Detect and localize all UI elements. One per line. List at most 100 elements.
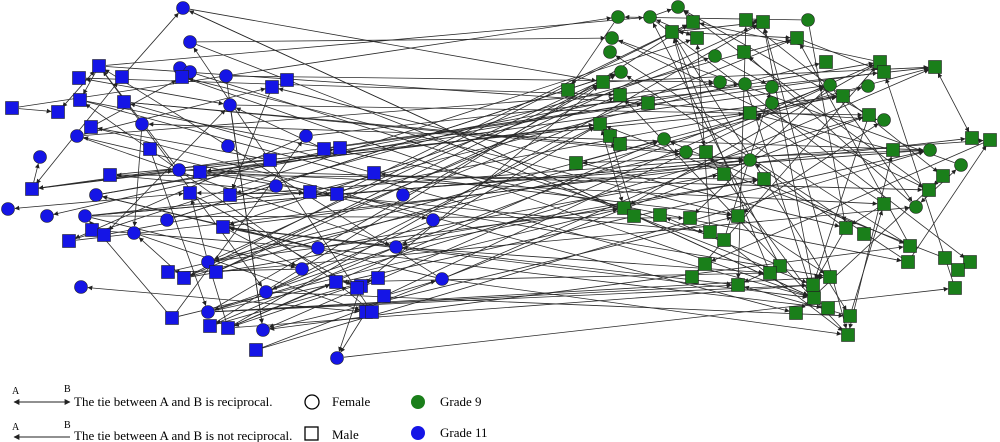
- grade9-male-node: [862, 108, 876, 122]
- legend-male-square-icon: [304, 426, 319, 441]
- grade9-male-node: [717, 233, 731, 247]
- network-tie: [448, 279, 842, 336]
- grade9-male-node: [561, 83, 575, 97]
- legend-reciprocal-text: The tie between A and B is reciprocal.: [74, 394, 273, 409]
- network-tie: [920, 169, 957, 203]
- grade11-female-node: [221, 139, 235, 153]
- network-tie: [390, 279, 436, 295]
- network-tie: [175, 141, 303, 313]
- grade9-female-node: [603, 45, 617, 59]
- grade9-male-node: [789, 306, 803, 320]
- grade11-male-node: [303, 185, 317, 199]
- grade9-male-node: [938, 251, 952, 265]
- grade9-male-node: [807, 291, 821, 305]
- grade9-male-node: [823, 270, 837, 284]
- grade9-female-node: [611, 10, 625, 24]
- grade9-male-node: [739, 13, 753, 27]
- grade9-female-node: [671, 0, 685, 14]
- grade9-female-node: [614, 65, 628, 79]
- network-tie: [571, 22, 615, 85]
- grade11-female-node: [176, 1, 190, 15]
- network-tie: [214, 283, 807, 313]
- grade9-female-node: [605, 31, 619, 45]
- grade11-female-node: [74, 280, 88, 294]
- grade11-female-node: [259, 285, 273, 299]
- grade9-male-node: [963, 255, 977, 269]
- grade11-male-node: [117, 95, 131, 109]
- grade9-male-node: [877, 197, 891, 211]
- grade11-male-node: [73, 93, 87, 107]
- network-tie: [340, 317, 363, 353]
- network-tie: [236, 38, 791, 195]
- legend-node-b-label-2: B: [64, 420, 71, 431]
- legend-node-a-label: A: [12, 386, 20, 397]
- grade11-male-node: [377, 289, 391, 303]
- grade9-male-node: [806, 278, 820, 292]
- grade11-female-node: [201, 305, 215, 319]
- grade11-male-node: [5, 101, 19, 115]
- network-tie: [18, 108, 52, 114]
- grade9-male-node: [686, 15, 700, 29]
- legend-not-reciprocal-text: The tie between A and B is not reciproca…: [74, 428, 292, 442]
- grade11-female-node: [269, 179, 283, 193]
- grade9-male-node: [843, 309, 857, 323]
- grade11-female-node: [172, 163, 186, 177]
- network-tie: [116, 111, 744, 175]
- grade11-female-node: [219, 69, 233, 83]
- grade11-male-node: [175, 70, 189, 84]
- grade9-male-node: [596, 75, 610, 89]
- grade9-male-node: [641, 96, 655, 110]
- grade9-male-node: [951, 263, 965, 277]
- grade9-male-node: [653, 208, 667, 222]
- network-tie: [216, 278, 372, 325]
- network-tie: [851, 207, 879, 225]
- grade9-male-node: [613, 137, 627, 151]
- grade9-male-node: [569, 156, 583, 170]
- legend-grade11-text: Grade 11: [440, 425, 488, 440]
- network-tie: [97, 126, 264, 160]
- network-tie: [91, 215, 684, 221]
- grade9-male-node: [877, 65, 891, 79]
- grade11-male-node: [193, 165, 207, 179]
- grade11-female-node: [89, 188, 103, 202]
- grade9-female-node: [738, 77, 752, 91]
- network-tie: [230, 111, 264, 324]
- grade11-female-node: [135, 117, 149, 131]
- grade9-male-node: [821, 301, 835, 315]
- legend-reciprocal: A B The tie between A and B is reciproca…: [12, 384, 273, 409]
- grade11-female-node: [40, 209, 54, 223]
- grade11-male-node: [183, 186, 197, 200]
- legend-grade9-dot-icon: [411, 395, 425, 409]
- grade11-male-node: [143, 142, 157, 156]
- network-tie: [699, 22, 874, 61]
- grade11-male-node: [280, 73, 294, 87]
- legend-not-reciprocal: A B The tie between A and B is not recip…: [12, 420, 292, 442]
- network-edges: [14, 8, 987, 358]
- grade9-female-node: [801, 13, 815, 27]
- network-tie: [229, 229, 297, 267]
- network-tie: [231, 93, 270, 189]
- network-tie: [729, 243, 843, 332]
- grade11-female-node: [160, 213, 174, 227]
- grade11-male-node: [51, 105, 65, 119]
- network-tie: [229, 227, 312, 247]
- grade9-male-node: [690, 31, 704, 45]
- grade11-male-node: [265, 80, 279, 94]
- network-tie: [234, 284, 331, 326]
- legend: A B The tie between A and B is reciproca…: [12, 384, 488, 442]
- legend-node-a-label-2: A: [12, 422, 20, 433]
- grade11-female-node: [256, 323, 270, 337]
- grade11-male-node: [330, 187, 344, 201]
- grade9-female-node: [877, 113, 891, 127]
- grade11-male-node: [103, 168, 117, 182]
- grade9-male-node: [836, 89, 850, 103]
- network-tie: [937, 72, 970, 133]
- network-tie: [652, 22, 778, 260]
- network-tie: [448, 69, 930, 277]
- grade11-male-node: [333, 141, 347, 155]
- network-tie: [324, 173, 718, 248]
- grade9-female-node: [861, 79, 875, 93]
- network-tie: [87, 285, 360, 314]
- grade11-male-node: [62, 234, 76, 248]
- grade9-male-node: [790, 31, 804, 45]
